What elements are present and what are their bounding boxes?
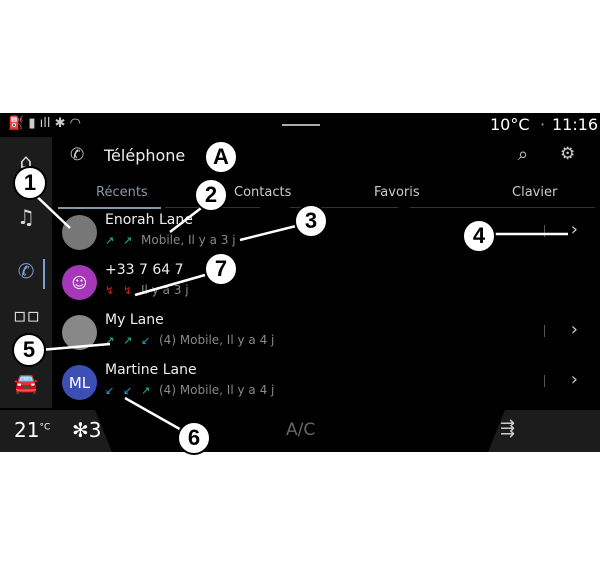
call-direction-icon: ↙ (141, 334, 151, 347)
phone-icon[interactable]: ✆ (17, 259, 35, 283)
status-separator: · (540, 115, 546, 134)
phone-screen: ⛽ ▮ ıll ✱ ◠ 10°C · 11:16 ⌂ ♫ ✆ ▫▫ 🚘 ✆ Té… (0, 113, 600, 452)
fan-icon: ✻ (72, 418, 89, 442)
call-direction-icon: ↗ (105, 234, 115, 247)
active-indicator (43, 259, 45, 289)
contact-name: +33 7 64 7 (105, 262, 184, 278)
call-details: ↗ ↗ ↙ (4) Mobile, Il y a 4 j (105, 333, 274, 347)
tab-active-underline (58, 207, 161, 209)
call-meta: (4) Mobile, Il y a 4 j (159, 333, 275, 347)
fan-speed[interactable]: ✻3 (72, 418, 102, 442)
chevron-right-icon[interactable]: › (570, 319, 578, 340)
contact-name: Martine Lane (105, 362, 197, 378)
person-icon: ☺ (71, 273, 88, 292)
tab-divider (290, 207, 398, 208)
call-details: ↗ ↗ Mobile, Il y a 3 j (105, 233, 236, 247)
music-icon[interactable]: ♫ (17, 205, 35, 229)
divider (544, 375, 545, 387)
callout-6: 6 (177, 421, 211, 455)
settings-gear-icon[interactable]: ⚙ (560, 144, 576, 164)
tab-divider (410, 207, 595, 208)
call-meta: (4) Mobile, Il y a 4 j (159, 383, 275, 397)
call-details: ↙ ↙ ↗ (4) Mobile, Il y a 4 j (105, 383, 274, 397)
call-direction-icon: ↗ (123, 334, 133, 347)
climate-bar: 21°C ✻3 A/C ⇶ (0, 408, 600, 452)
chevron-right-icon[interactable]: › (570, 369, 578, 390)
contact-name: My Lane (105, 312, 164, 328)
search-icon[interactable]: ⌕ (518, 144, 529, 165)
callout-5: 5 (12, 333, 46, 367)
callout-1: 1 (13, 166, 47, 200)
call-direction-icon: ↗ (123, 234, 133, 247)
tab-favoris[interactable]: Favoris (374, 185, 420, 200)
phone-header-icon: ✆ (70, 145, 85, 165)
air-flow-icon[interactable]: ⇶ (500, 418, 516, 439)
status-bar: ⛽ ▮ ıll ✱ ◠ 10°C · 11:16 (0, 113, 600, 137)
callout-2: 2 (194, 178, 228, 212)
callout-a: A (204, 140, 238, 174)
contact-avatar: ML (62, 365, 97, 400)
chevron-right-icon[interactable]: › (570, 219, 578, 240)
divider (544, 225, 545, 237)
call-log-item[interactable]: My Lane ↗ ↗ ↙ (4) Mobile, Il y a 4 j › (52, 309, 600, 359)
call-direction-icon: ↙ (123, 384, 133, 397)
clock: 11:16 (552, 115, 599, 134)
callout-3: 3 (294, 204, 328, 238)
cabin-temp[interactable]: 21°C (14, 418, 51, 442)
drag-handle[interactable] (282, 124, 320, 126)
page-title: Téléphone (104, 146, 186, 165)
call-meta: Il y a 3 j (141, 283, 189, 297)
contact-name: Enorah Lane (105, 212, 193, 228)
ac-button[interactable]: A/C (286, 420, 316, 440)
call-direction-icon: ↯ (105, 284, 115, 297)
callout-7: 7 (204, 252, 238, 286)
call-direction-icon: ↯ (123, 284, 133, 297)
contact-avatar (62, 215, 97, 250)
outside-temp: 10°C (490, 115, 530, 134)
contact-avatar: ☺ (62, 265, 97, 300)
tab-contacts[interactable]: Contacts (234, 185, 292, 200)
call-meta: Mobile, Il y a 3 j (141, 233, 236, 247)
car-icon[interactable]: 🚘 (13, 371, 39, 395)
status-icons: ⛽ ▮ ıll ✱ ◠ (8, 116, 81, 131)
callout-4: 4 (462, 219, 496, 253)
call-log-item[interactable]: ML Martine Lane ↙ ↙ ↗ (4) Mobile, Il y a 4 … (52, 359, 600, 409)
avatar-initials: ML (68, 373, 91, 392)
apps-grid-icon[interactable]: ▫▫ (13, 303, 41, 327)
call-log-item[interactable]: Enorah Lane ↗ ↗ Mobile, Il y a 3 j › (52, 209, 600, 259)
call-direction-icon: ↙ (105, 384, 115, 397)
call-log-item[interactable]: ☺ +33 7 64 7 ↯ ↯ Il y a 3 j (52, 259, 600, 309)
tab-recents[interactable]: Récents (96, 185, 148, 200)
divider (544, 325, 545, 337)
call-direction-icon: ↗ (105, 334, 115, 347)
call-details: ↯ ↯ Il y a 3 j (105, 283, 189, 297)
call-direction-icon: ↗ (141, 384, 151, 397)
contact-avatar (62, 315, 97, 350)
tab-clavier[interactable]: Clavier (512, 185, 558, 200)
